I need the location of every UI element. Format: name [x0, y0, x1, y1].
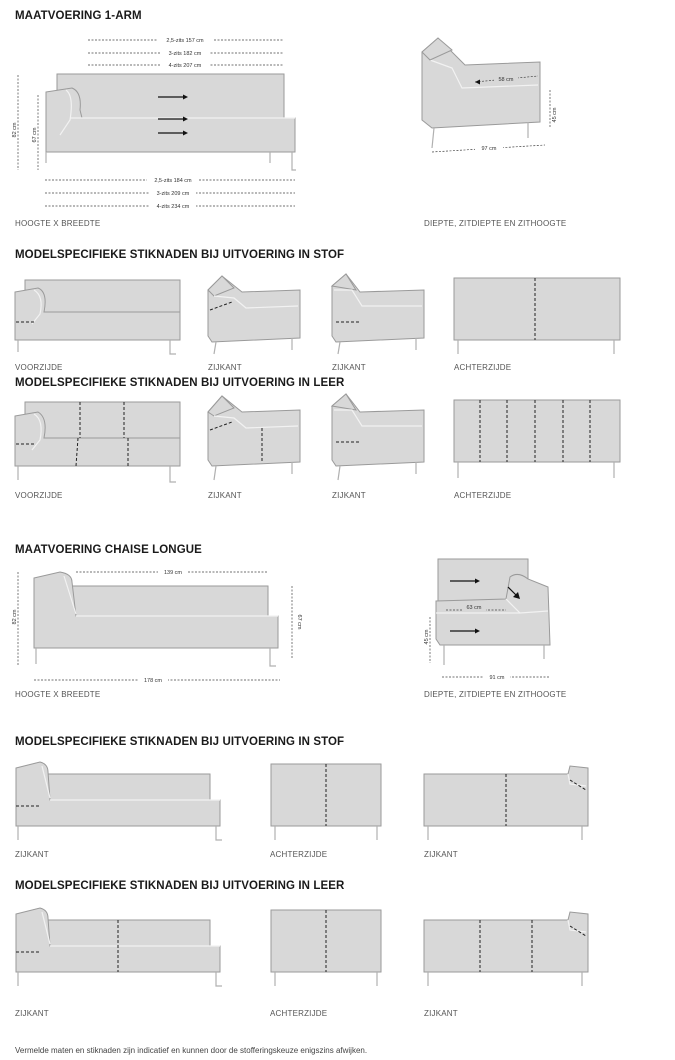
footer-disclaimer: Vermelde maten en stiknaden zijn indicat…: [15, 1046, 368, 1055]
caption-achterzijde: ACHTERZIJDE: [454, 363, 512, 372]
seat-height-label: 45 cm: [552, 107, 558, 122]
chaise-longue-front-dimension-drawing: 139 cm 82 cm 67 cm 178 cm: [12, 568, 302, 684]
height-back-label: 67 cm: [32, 127, 38, 142]
chaise-leer-side-view-drawing-2: [423, 911, 589, 986]
caption-hoogte-breedte: HOOGTE X BREEDTE: [15, 690, 101, 699]
caption-zijkant: ZIJKANT: [15, 1009, 49, 1018]
height-total-label: 82 cm: [12, 609, 18, 624]
caption-achterzijde: ACHTERZIJDE: [270, 1009, 328, 1018]
caption-voorzijde: VOORZIJDE: [15, 491, 63, 500]
caption-zijkant: ZIJKANT: [424, 1009, 458, 1018]
chaise-stof-side-view-drawing-2: [423, 765, 589, 840]
dim-label: 3-zits 182 cm: [169, 51, 202, 57]
chaise-longue-side-dimension-drawing: 63 cm 45 cm 91 cm: [424, 558, 551, 681]
caption-achterzijde: ACHTERZIJDE: [454, 491, 512, 500]
seat-depth-label: 58 cm: [499, 77, 514, 83]
leer-side-view-drawing-1: [207, 395, 301, 481]
dim-label: 2,5-zits 184 cm: [154, 178, 192, 184]
depth-label: 91 cm: [490, 675, 505, 681]
chaise-leer-back-view-drawing: [270, 909, 382, 986]
caption-zijkant: ZIJKANT: [332, 491, 366, 500]
stof-front-view-drawing: [14, 279, 181, 355]
leer-back-view-drawing: [453, 399, 621, 478]
chaise-stof-back-view-drawing: [270, 763, 382, 840]
top-width-dimensions: 2,5-zits 157 cm 3-zits 182 cm 4-zits 207…: [88, 36, 283, 69]
chaise-stof-side-view-drawing: [15, 761, 222, 841]
dim-label: 178 cm: [144, 678, 162, 684]
caption-diepte: DIEPTE, ZITDIEPTE EN ZITHOOGTE: [424, 219, 567, 228]
stof-side-view-drawing-1: [207, 275, 301, 355]
chaise-longue-front: [33, 571, 279, 667]
dim-label: 139 cm: [164, 570, 182, 576]
caption-zijkant: ZIJKANT: [15, 850, 49, 859]
seat-height-label: 45 cm: [424, 629, 430, 644]
dim-label: 3-zits 209 cm: [157, 191, 190, 197]
dim-label: 2,5-zits 157 cm: [166, 38, 204, 44]
leer-front-view-drawing: [14, 401, 181, 483]
dim-label: 4-zits 234 cm: [157, 204, 190, 210]
section-title-stiknaden-leer: MODELSPECIFIEKE STIKNADEN BIJ UITVOERING…: [15, 377, 345, 389]
caption-zijkant: ZIJKANT: [332, 363, 366, 372]
caption-hoogte-breedte: HOOGTE X BREEDTE: [15, 219, 101, 228]
height-back-label: 67 cm: [296, 615, 302, 630]
dim-label: 4-zits 207 cm: [169, 63, 202, 69]
caption-voorzijde: VOORZIJDE: [15, 363, 63, 372]
stof-back-view-drawing: [453, 277, 621, 354]
caption-achterzijde: ACHTERZIJDE: [270, 850, 328, 859]
section-title-maatvoering-1-arm: MAATVOERING 1-ARM: [15, 10, 142, 22]
depth-label: 97 cm: [482, 146, 497, 152]
side-view-1-arm-dimension-drawing: 58 cm 45 cm 97 cm: [421, 37, 558, 153]
leer-side-view-drawing-2: [330, 393, 425, 481]
caption-zijkant: ZIJKANT: [208, 363, 242, 372]
seat-depth-label: 63 cm: [467, 605, 482, 611]
section-title-stiknaden-stof: MODELSPECIFIEKE STIKNADEN BIJ UITVOERING…: [15, 736, 345, 748]
caption-zijkant: ZIJKANT: [208, 491, 242, 500]
stof-side-view-drawing-2: [330, 273, 425, 355]
section-title-stiknaden-leer: MODELSPECIFIEKE STIKNADEN BIJ UITVOERING…: [15, 880, 345, 892]
caption-zijkant: ZIJKANT: [424, 850, 458, 859]
section-title-stiknaden-stof: MODELSPECIFIEKE STIKNADEN BIJ UITVOERING…: [15, 249, 345, 261]
caption-diepte: DIEPTE, ZITDIEPTE EN ZITHOOGTE: [424, 690, 567, 699]
height-total-label: 82 cm: [12, 122, 18, 137]
front-view-1-arm-dimension-drawing: 2,5-zits 157 cm 3-zits 182 cm 4-zits 207…: [12, 36, 296, 210]
bottom-width-dimensions: 2,5-zits 184 cm 3-zits 209 cm 4-zits 234…: [45, 176, 295, 210]
sofa-front-1-arm: [45, 73, 296, 171]
chaise-leer-side-view-drawing: [15, 907, 222, 987]
section-title-maatvoering-chaise-longue: MAATVOERING CHAISE LONGUE: [15, 544, 202, 556]
